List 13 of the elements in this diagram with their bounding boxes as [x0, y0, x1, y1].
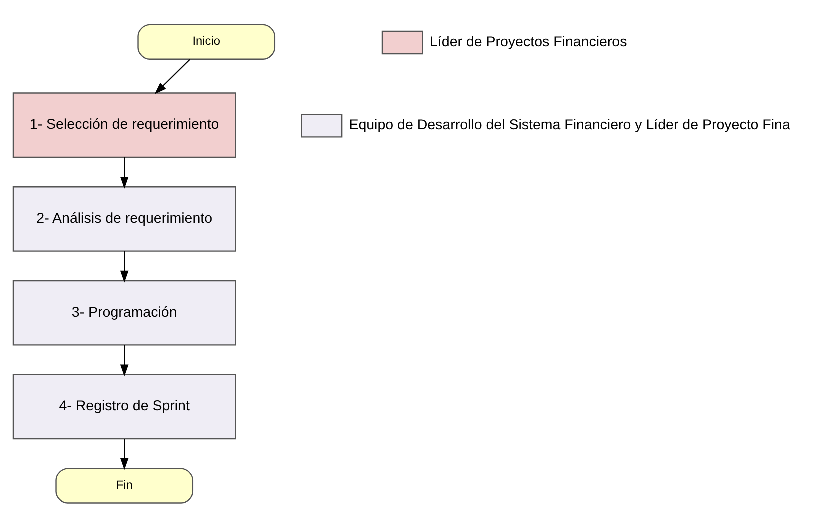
node-box: Fin: [56, 468, 194, 504]
node-box: 3- Programación: [12, 280, 236, 346]
node-box: 2- Análisis de requerimiento: [12, 186, 236, 252]
node-box: Inicio: [138, 24, 276, 60]
node-box: 1- Selección de requerimiento: [12, 92, 236, 158]
legend-label: Líder de Proyectos Financieros: [430, 34, 628, 50]
node-box: 4- Registro de Sprint: [12, 374, 236, 440]
arrow: [120, 251, 129, 283]
arrow: [120, 158, 129, 189]
arrow: [154, 59, 190, 94]
arrow: [120, 439, 129, 470]
legend-label: Equipo de Desarrollo del Sistema Financiero y Líder de Proyecto Fina: [349, 118, 790, 134]
arrow: [120, 345, 129, 377]
